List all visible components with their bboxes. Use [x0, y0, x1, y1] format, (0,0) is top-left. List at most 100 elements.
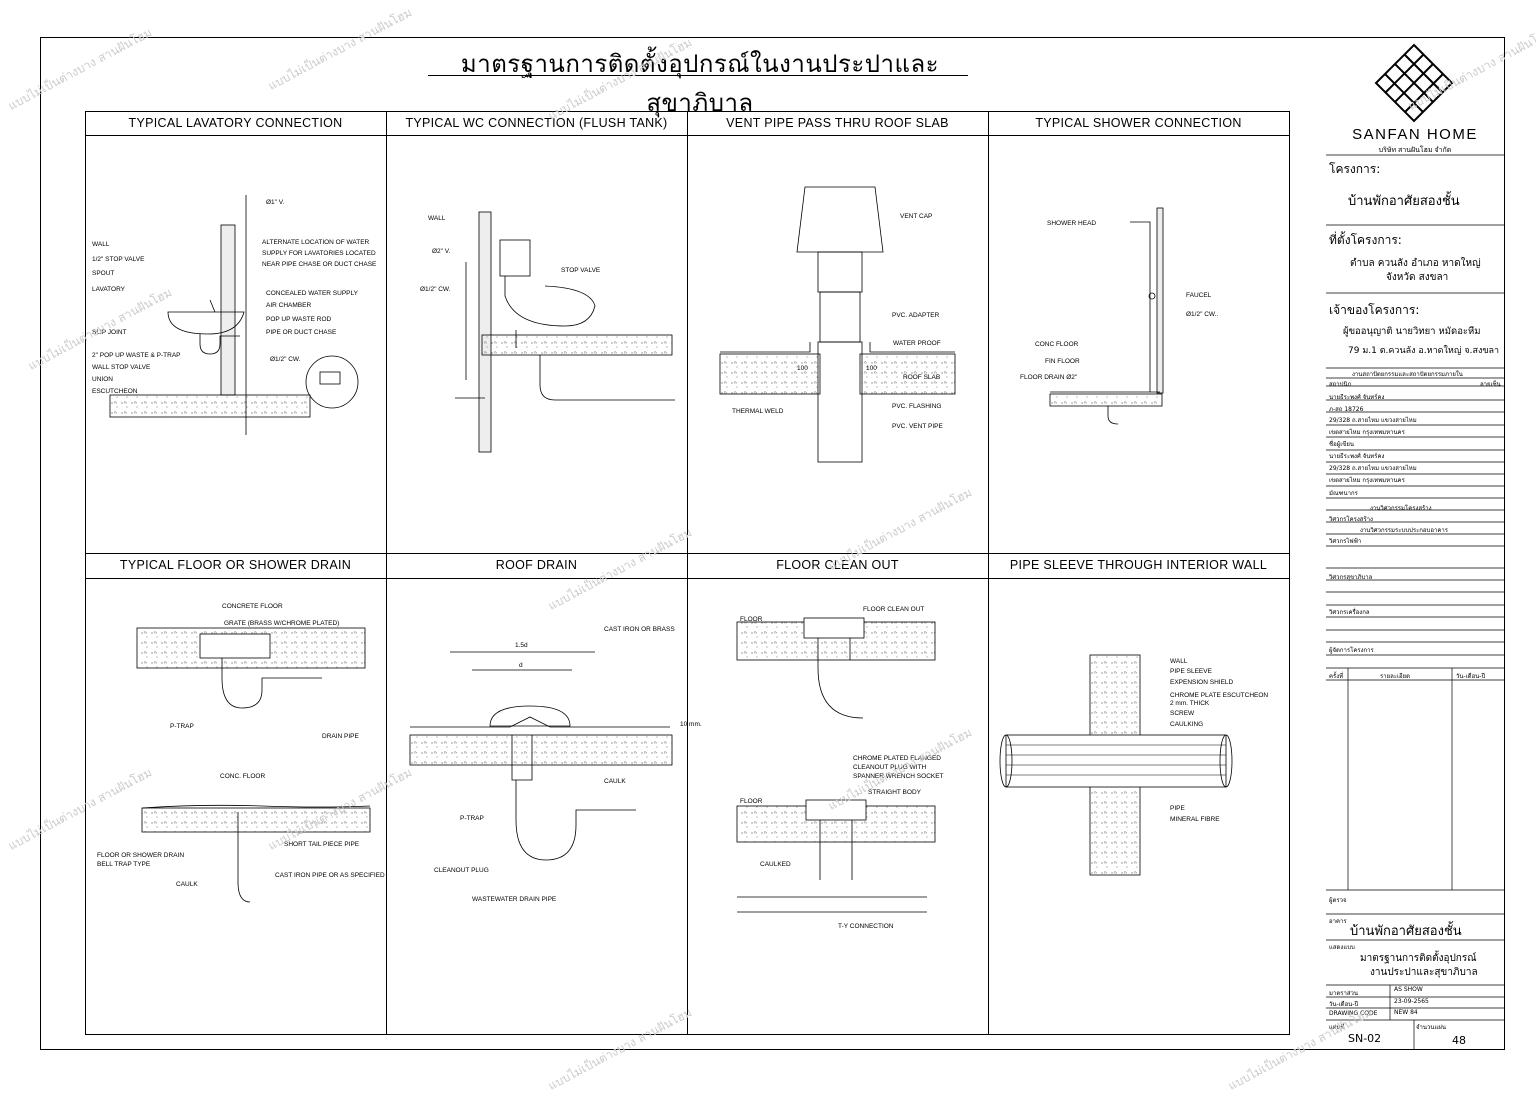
- scale-value: AS SHOW: [1394, 986, 1423, 993]
- label: WASTEWATER DRAIN PIPE: [472, 896, 557, 903]
- pipe-sleeve-detail: [999, 654, 1233, 876]
- architect-name: นายธีระพงศ์ จันทร์คง: [1329, 394, 1385, 401]
- label: DRAIN PIPE: [322, 733, 360, 740]
- scale-label: มาตราส่วน: [1329, 990, 1358, 997]
- sanfan-logo: [1374, 43, 1454, 123]
- label: CAULKING: [1170, 721, 1203, 728]
- label: FAUCEL: [1186, 292, 1212, 299]
- label: FLOOR: [740, 798, 763, 805]
- label: SCREW: [1170, 710, 1195, 717]
- label: WALL: [92, 241, 110, 248]
- owner-line: ผู้ขออนุญาติ นายวิทยา หมัดอะหีม: [1343, 326, 1481, 337]
- label: CONCEALED WATER SUPPLY: [266, 290, 359, 297]
- roof-drain-detail: [409, 651, 673, 861]
- label: Ø1/2" CW.: [270, 356, 301, 363]
- sheet-count: 48: [1452, 1034, 1466, 1047]
- location-line: จังหวัด สงขลา: [1386, 272, 1449, 283]
- manager-label: ผู้จัดการโครงการ: [1329, 647, 1374, 654]
- grid-divider: [988, 111, 989, 1035]
- label: WALL: [1170, 658, 1188, 665]
- date-value: 23-09-2565: [1394, 998, 1429, 1005]
- interior-label: มัณฑนากร: [1329, 490, 1358, 497]
- label: CAULK: [604, 778, 626, 785]
- label: P-TRAP: [170, 723, 194, 730]
- date-col-label: วัน-เดือน-ปี: [1456, 673, 1486, 680]
- label: UNION: [92, 376, 113, 383]
- label: STOP VALVE: [561, 267, 601, 274]
- label: Ø1/2" CW..: [1186, 311, 1218, 318]
- label: PIPE: [1170, 805, 1185, 812]
- location-label: ที่ตั้งโครงการ:: [1329, 233, 1402, 247]
- structural-heading: งานวิศวกรรมโครงสร้าง: [1370, 505, 1432, 512]
- label: CLEANOUT PLUG WITH: [853, 764, 927, 771]
- label: PIPE SLEEVE: [1170, 668, 1213, 675]
- label: CAST IRON OR BRASS: [604, 626, 675, 633]
- label: LAVATORY: [92, 286, 126, 293]
- designer-address: เขตสายไหม กรุงเทพมหานคร: [1329, 477, 1405, 484]
- grid-divider: [687, 111, 688, 1035]
- brand-subtitle: บริษัท สานฝันโฮม จำกัด: [1378, 147, 1452, 154]
- architect-license: ภ-สถ 18726: [1329, 406, 1364, 413]
- architect-address: 29/328 ถ.สายไหม แขวงสายไหม: [1329, 417, 1417, 424]
- floor-cleanout-detail: [736, 617, 936, 913]
- label: PVC. FLASHING: [892, 403, 941, 410]
- label: CONCRETE FLOOR: [222, 603, 283, 610]
- label: FLOOR OR SHOWER DRAIN: [97, 852, 184, 859]
- label: MINERAL FIBRE: [1170, 816, 1220, 823]
- architect-address: เขตสายไหม กรุงเทพมหานคร: [1329, 429, 1405, 436]
- building-label: อาคาร: [1329, 918, 1347, 925]
- design-heading: งานสถาปัตยกรรมและสถาปัตยกรรมภายใน: [1352, 371, 1463, 378]
- count-label: จำนวนแผ่น: [1416, 1024, 1446, 1031]
- code-value: NEW 84: [1394, 1009, 1418, 1016]
- label: ESCUTCHEON: [92, 388, 138, 395]
- panel-title: VENT PIPE PASS THRU ROOF SLAB: [726, 116, 949, 130]
- code-label: DRAWING CODE: [1329, 1010, 1378, 1017]
- label: FLOOR: [740, 616, 763, 623]
- label: PVC. ADAPTER: [892, 312, 940, 319]
- label: Ø2" V.: [432, 248, 451, 255]
- label: GRATE (BRASS W/CHROME PLATED): [224, 620, 339, 627]
- shower-detail: [1049, 207, 1164, 425]
- date-label: วัน-เดือน-ปี: [1329, 1001, 1359, 1008]
- label: SPANNER WRENCH SOCKET: [853, 773, 944, 780]
- label: 2" POP UP WASTE & P-TRAP: [92, 352, 181, 359]
- label: P-TRAP: [460, 815, 484, 822]
- label: THERMAL WELD: [732, 408, 784, 415]
- label: SHOWER HEAD: [1047, 220, 1096, 227]
- label: SLIP JOINT: [92, 329, 127, 336]
- label: SPOUT: [92, 270, 114, 277]
- brand-name: SANFAN HOME: [1352, 126, 1478, 143]
- panel-title: ROOF DRAIN: [495, 558, 578, 572]
- label: NEAR PIPE CHASE OR DUCT CHASE: [262, 261, 377, 268]
- signature-label: ลายเซ็น: [1480, 381, 1501, 388]
- grid-divider: [85, 578, 1290, 579]
- label: CAULK: [176, 881, 198, 888]
- detail-label: รายละเอียด: [1380, 673, 1411, 680]
- panel-title: PIPE SLEEVE THROUGH INTERIOR WALL: [1009, 558, 1268, 572]
- sheet-title: มาตรฐานการติดตั้งอุปกรณ์ในงานประปาและสุข…: [460, 50, 940, 117]
- grid-divider: [386, 111, 387, 1035]
- label: 1/2" STOP VALVE: [92, 256, 145, 263]
- owner-label: เจ้าของโครงการ:: [1329, 303, 1420, 317]
- label: 100: [797, 365, 808, 372]
- label: FLOOR DRAIN Ø2": [1020, 374, 1078, 381]
- label: ALTERNATE LOCATION OF WATER: [262, 239, 370, 246]
- building-name: บ้านพักอาศัยสองชั้น: [1350, 924, 1462, 939]
- designer-name: นายธีระพงศ์ จันทร์คง: [1329, 453, 1385, 460]
- label: d: [519, 662, 523, 669]
- label: Ø1" V.: [266, 199, 285, 206]
- sanitary-label: วิศวกรสุขาภิบาล: [1329, 574, 1373, 581]
- designer-address: 29/328 ถ.สายไหม แขวงสายไหม: [1329, 465, 1417, 472]
- label: CHROME PLATED FLANGED: [853, 755, 941, 762]
- panel-title: FLOOR CLEAN OUT: [776, 558, 899, 572]
- project-name: บ้านพักอาศัยสองชั้น: [1348, 194, 1460, 209]
- owner-line: 79 ม.1 ต.ควนลัง อ.หาดใหญ่ จ.สงขลา: [1348, 346, 1500, 356]
- label: STRAIGHT BODY: [868, 789, 922, 796]
- label: 2 mm. THICK: [1170, 700, 1210, 707]
- project-label: โครงการ:: [1329, 162, 1381, 176]
- label: T-Y CONNECTION: [838, 923, 894, 930]
- panel-title: TYPICAL SHOWER CONNECTION: [1035, 116, 1242, 130]
- label: CLEANOUT PLUG: [434, 867, 489, 874]
- grid-divider: [85, 135, 1290, 136]
- sheet-label: แผ่นที่: [1329, 1024, 1345, 1031]
